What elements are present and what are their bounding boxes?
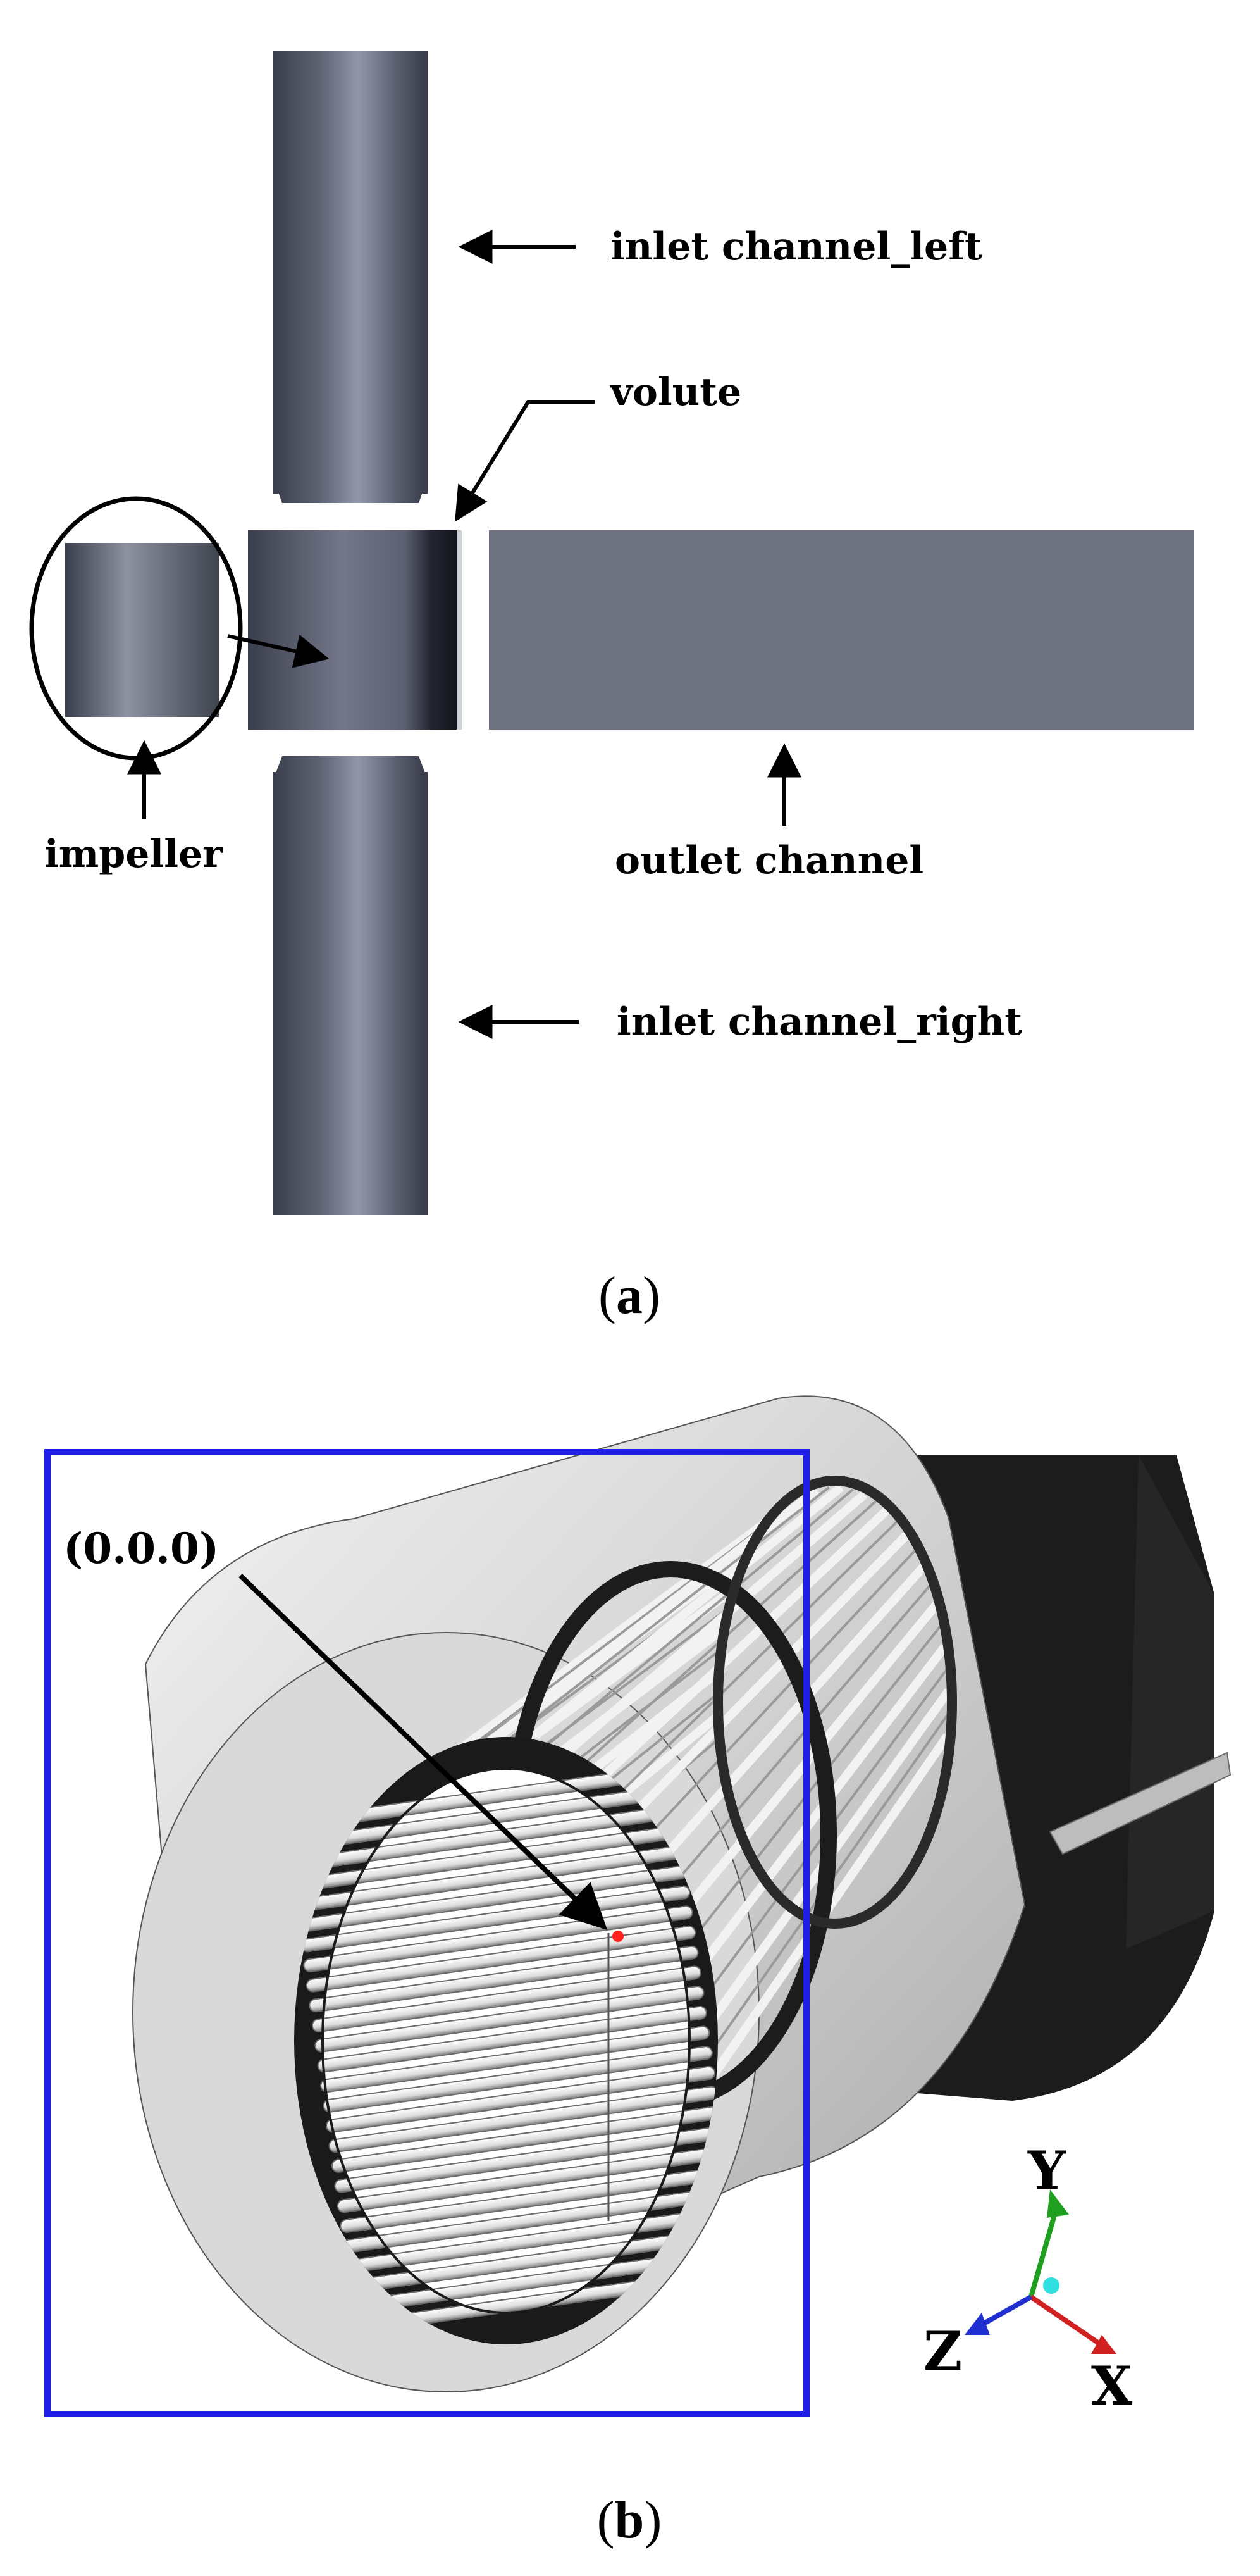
impeller-blade: [555, 1491, 868, 1763]
inner-blade: [326, 2065, 716, 2133]
y-axis-arrowhead: [1047, 2189, 1069, 2218]
label-axis-x: X: [1091, 2355, 1133, 2417]
arrow-volute: [455, 400, 595, 522]
inner-blade: [314, 1986, 705, 2053]
inner-blade: [323, 2046, 713, 2113]
label-inlet-channel-left: inlet channel_left: [610, 225, 982, 269]
axis-triad: Y Z X: [923, 2139, 1133, 2417]
impeller-blade: [595, 1507, 890, 1785]
impeller-front-ring-edge: [321, 1767, 691, 2314]
impeller-rear-rim: [713, 1476, 957, 1929]
z-axis-arrowhead: [965, 2313, 990, 2335]
impeller-blade: [648, 1549, 917, 1836]
volute-edge: [457, 530, 462, 730]
label-inlet-channel-right: inlet channel_right: [617, 1000, 1022, 1044]
impeller-block: [65, 543, 219, 717]
inner-blade: [334, 2125, 718, 2193]
panel-a: inlet channel_left volute impeller outle…: [29, 51, 1194, 1325]
inner-blade: [320, 2025, 710, 2093]
inner-blade: [306, 1926, 696, 1993]
impeller-blade: [431, 1497, 797, 1773]
label-outlet-channel: outlet channel: [615, 838, 923, 883]
outlet-channel-block: [489, 530, 1194, 730]
impeller-blade: [630, 1531, 910, 1818]
blue-frame: [44, 1449, 810, 2417]
impeller-blade: [514, 1484, 844, 1754]
z-axis-line: [979, 2294, 1032, 2328]
outlet-tongue: [1049, 1752, 1232, 1855]
label-origin: (0.0.0): [63, 1524, 219, 1573]
inlet-channel-right-pipe: [273, 772, 428, 1215]
origin-dot: [612, 1931, 624, 1942]
inner-blade: [309, 1945, 699, 2013]
triad-origin-marker: [1043, 2277, 1059, 2294]
caption-a: (a): [598, 1266, 660, 1325]
panel-b: (0.0.0) Y Z X (b): [44, 1395, 1232, 2549]
x-axis-arrowhead: [1091, 2335, 1116, 2354]
impeller-blade: [536, 1488, 854, 1755]
impeller-blade: [660, 1564, 927, 1861]
impeller-blade: [615, 1521, 898, 1798]
label-axis-y: Y: [1027, 2139, 1066, 2202]
y-axis-line: [1028, 2207, 1059, 2298]
inner-blade: [340, 2166, 718, 2233]
inner-blade: [337, 2146, 718, 2213]
volute-block: [248, 530, 457, 730]
inlet-channel-left-pipe: [273, 51, 428, 494]
caption-b: (b): [597, 2491, 662, 2549]
label-impeller: impeller: [44, 832, 223, 876]
volute-casing-corner: [1126, 1455, 1214, 1949]
inlet-channel-left-taper: [273, 478, 428, 503]
impeller-blade: [682, 1602, 940, 1912]
label-volute: volute: [609, 370, 741, 414]
impeller-blade: [495, 1486, 830, 1752]
arrow-impeller-to-volute: [227, 634, 330, 668]
label-axis-z: Z: [923, 2320, 962, 2382]
inner-blade: [311, 1965, 701, 2032]
arrow-origin: [238, 1574, 608, 1931]
impeller-blade: [674, 1584, 932, 1883]
x-axis-line: [1029, 2294, 1102, 2347]
inner-blade: [331, 2106, 718, 2173]
